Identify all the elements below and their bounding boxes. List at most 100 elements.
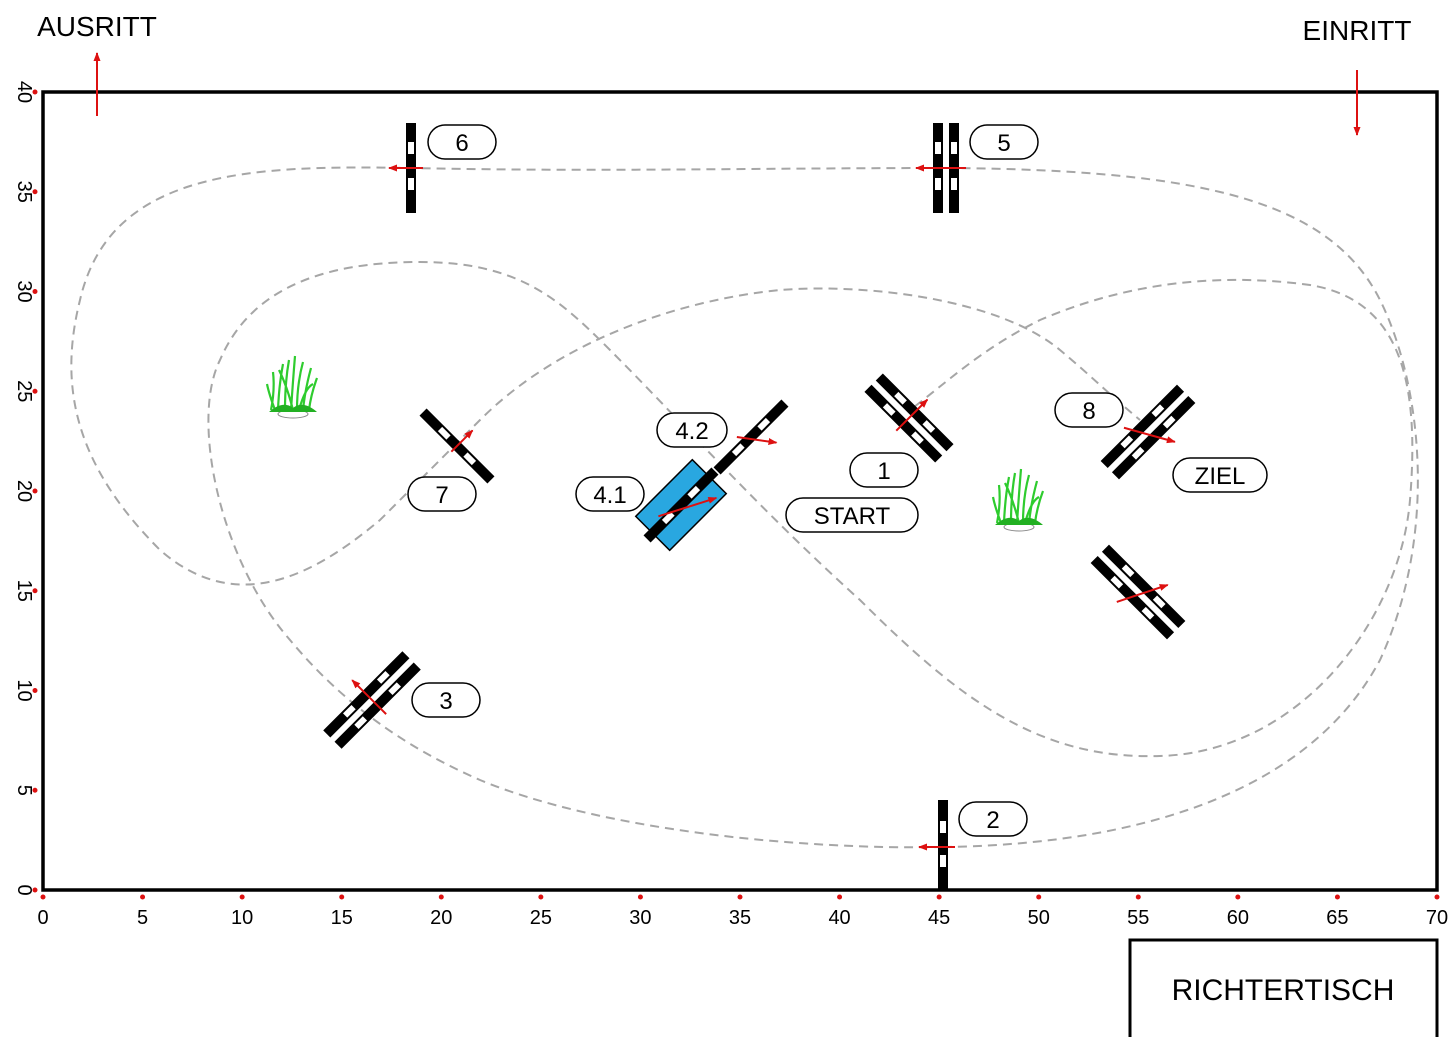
pole-stripe: [757, 417, 771, 431]
x-tick-label: 10: [231, 907, 253, 929]
y-tick-mark: [32, 388, 38, 394]
y-tick-mark: [32, 787, 38, 793]
jump-pole-icon: [1101, 544, 1186, 629]
x-tick-mark: [1135, 894, 1141, 900]
x-tick-label: 20: [430, 907, 452, 929]
jump-pole-icon: [643, 467, 719, 543]
y-tick-mark: [32, 887, 38, 893]
pole-stripe: [935, 178, 941, 190]
pole-stripe: [731, 443, 745, 457]
badge-6-label: 6: [455, 130, 468, 157]
route-path: [70, 166, 1419, 849]
obstacle-7: [419, 408, 495, 484]
direction-arrow-icon: [450, 429, 474, 453]
badge-2-label: 2: [986, 807, 999, 834]
x-tick-mark: [40, 894, 46, 900]
x-tick-mark: [936, 894, 942, 900]
pole-stripe: [1152, 595, 1166, 609]
obstacle-5: [915, 123, 966, 213]
pole-stripe: [343, 704, 356, 718]
arena-border: [41, 90, 1439, 892]
x-tick-mark: [637, 894, 643, 900]
pole-stripe: [1141, 606, 1155, 620]
jump-pole-icon: [1111, 395, 1196, 480]
badge-1-label: 1: [877, 458, 890, 485]
obstacle-6: [388, 123, 423, 213]
x-tick-label: 35: [729, 907, 751, 929]
pole-stripe: [951, 178, 957, 190]
y-tick-label: 10: [13, 679, 35, 701]
pole-stripe: [911, 431, 924, 445]
pole-stripe: [1151, 404, 1165, 418]
x-tick-label: 70: [1426, 907, 1448, 929]
jump-pole-icon: [1100, 384, 1185, 469]
x-tick-mark: [737, 894, 743, 900]
pole-stripe: [894, 391, 907, 405]
badge-3-label: 3: [439, 688, 452, 715]
badge-ziel: ZIEL: [1172, 457, 1268, 493]
badge-1: 1: [849, 452, 919, 488]
x-tick-label: 60: [1227, 907, 1249, 929]
einritt-label: EINRITT: [1303, 15, 1412, 46]
pole-stripe: [940, 821, 946, 833]
x-tick-label: 40: [828, 907, 850, 929]
y-tick-mark: [32, 688, 38, 693]
x-tick-label: 5: [137, 907, 148, 929]
jump-pole-icon: [938, 800, 948, 890]
y-tick-mark: [32, 189, 38, 195]
pole-stripe: [882, 403, 896, 416]
direction-arrow-icon: [351, 679, 387, 715]
x-tick-mark: [1334, 894, 1340, 900]
badge-4-1: 4.1: [575, 476, 645, 512]
obstacle-3: [323, 651, 421, 749]
obstacle-4-2: [713, 399, 789, 475]
grass-plant-icon: [991, 467, 1045, 533]
y-tick-label: 30: [13, 280, 35, 302]
pole-stripe: [1131, 446, 1145, 460]
badge-4-2: 4.2: [656, 412, 728, 448]
y-tick-label: 25: [13, 380, 35, 402]
richtertisch-label: RICHTERTISCH: [1172, 974, 1395, 1007]
badge-8: 8: [1054, 392, 1124, 428]
obstacle-unnumbered: [1090, 544, 1186, 640]
start-label: START: [814, 503, 891, 530]
jump-pole-icon: [713, 399, 789, 475]
y-tick-label: 15: [13, 580, 35, 602]
pole-stripe: [922, 420, 936, 433]
y-tick-label: 0: [13, 884, 35, 895]
pole-stripe: [408, 142, 414, 154]
pole-stripe: [354, 716, 368, 729]
badge-4-2-label: 4.2: [675, 418, 708, 445]
pole-stripe: [1110, 575, 1124, 589]
ziel-label: ZIEL: [1195, 463, 1246, 490]
x-tick-mark: [538, 894, 544, 900]
badge-3: 3: [411, 682, 481, 718]
pole-stripe: [388, 682, 401, 696]
pole-stripe: [661, 511, 675, 525]
pole-stripe: [951, 142, 957, 154]
y-tick-mark: [32, 488, 38, 494]
pole-stripe: [376, 671, 390, 684]
x-tick-mark: [140, 894, 146, 900]
badge-2: 2: [958, 801, 1028, 837]
x-tick-label: 15: [331, 907, 353, 929]
x-tick-label: 0: [37, 907, 48, 929]
x-tick-mark: [438, 894, 444, 900]
x-tick-label: 30: [629, 907, 651, 929]
x-tick-mark: [339, 894, 345, 900]
pole-stripe: [408, 178, 414, 190]
badge-5: 5: [969, 124, 1039, 160]
y-tick-mark: [32, 89, 38, 95]
y-tick-label: 5: [13, 785, 35, 796]
x-tick-label: 65: [1326, 907, 1348, 929]
badge-7: 7: [407, 476, 477, 512]
x-tick-label: 55: [1127, 907, 1149, 929]
x-tick-mark: [1235, 894, 1241, 900]
y-tick-mark: [32, 289, 38, 294]
y-tick-label: 35: [13, 181, 35, 203]
y-tick-label: 20: [13, 480, 35, 502]
obstacle-8: [1100, 384, 1196, 480]
